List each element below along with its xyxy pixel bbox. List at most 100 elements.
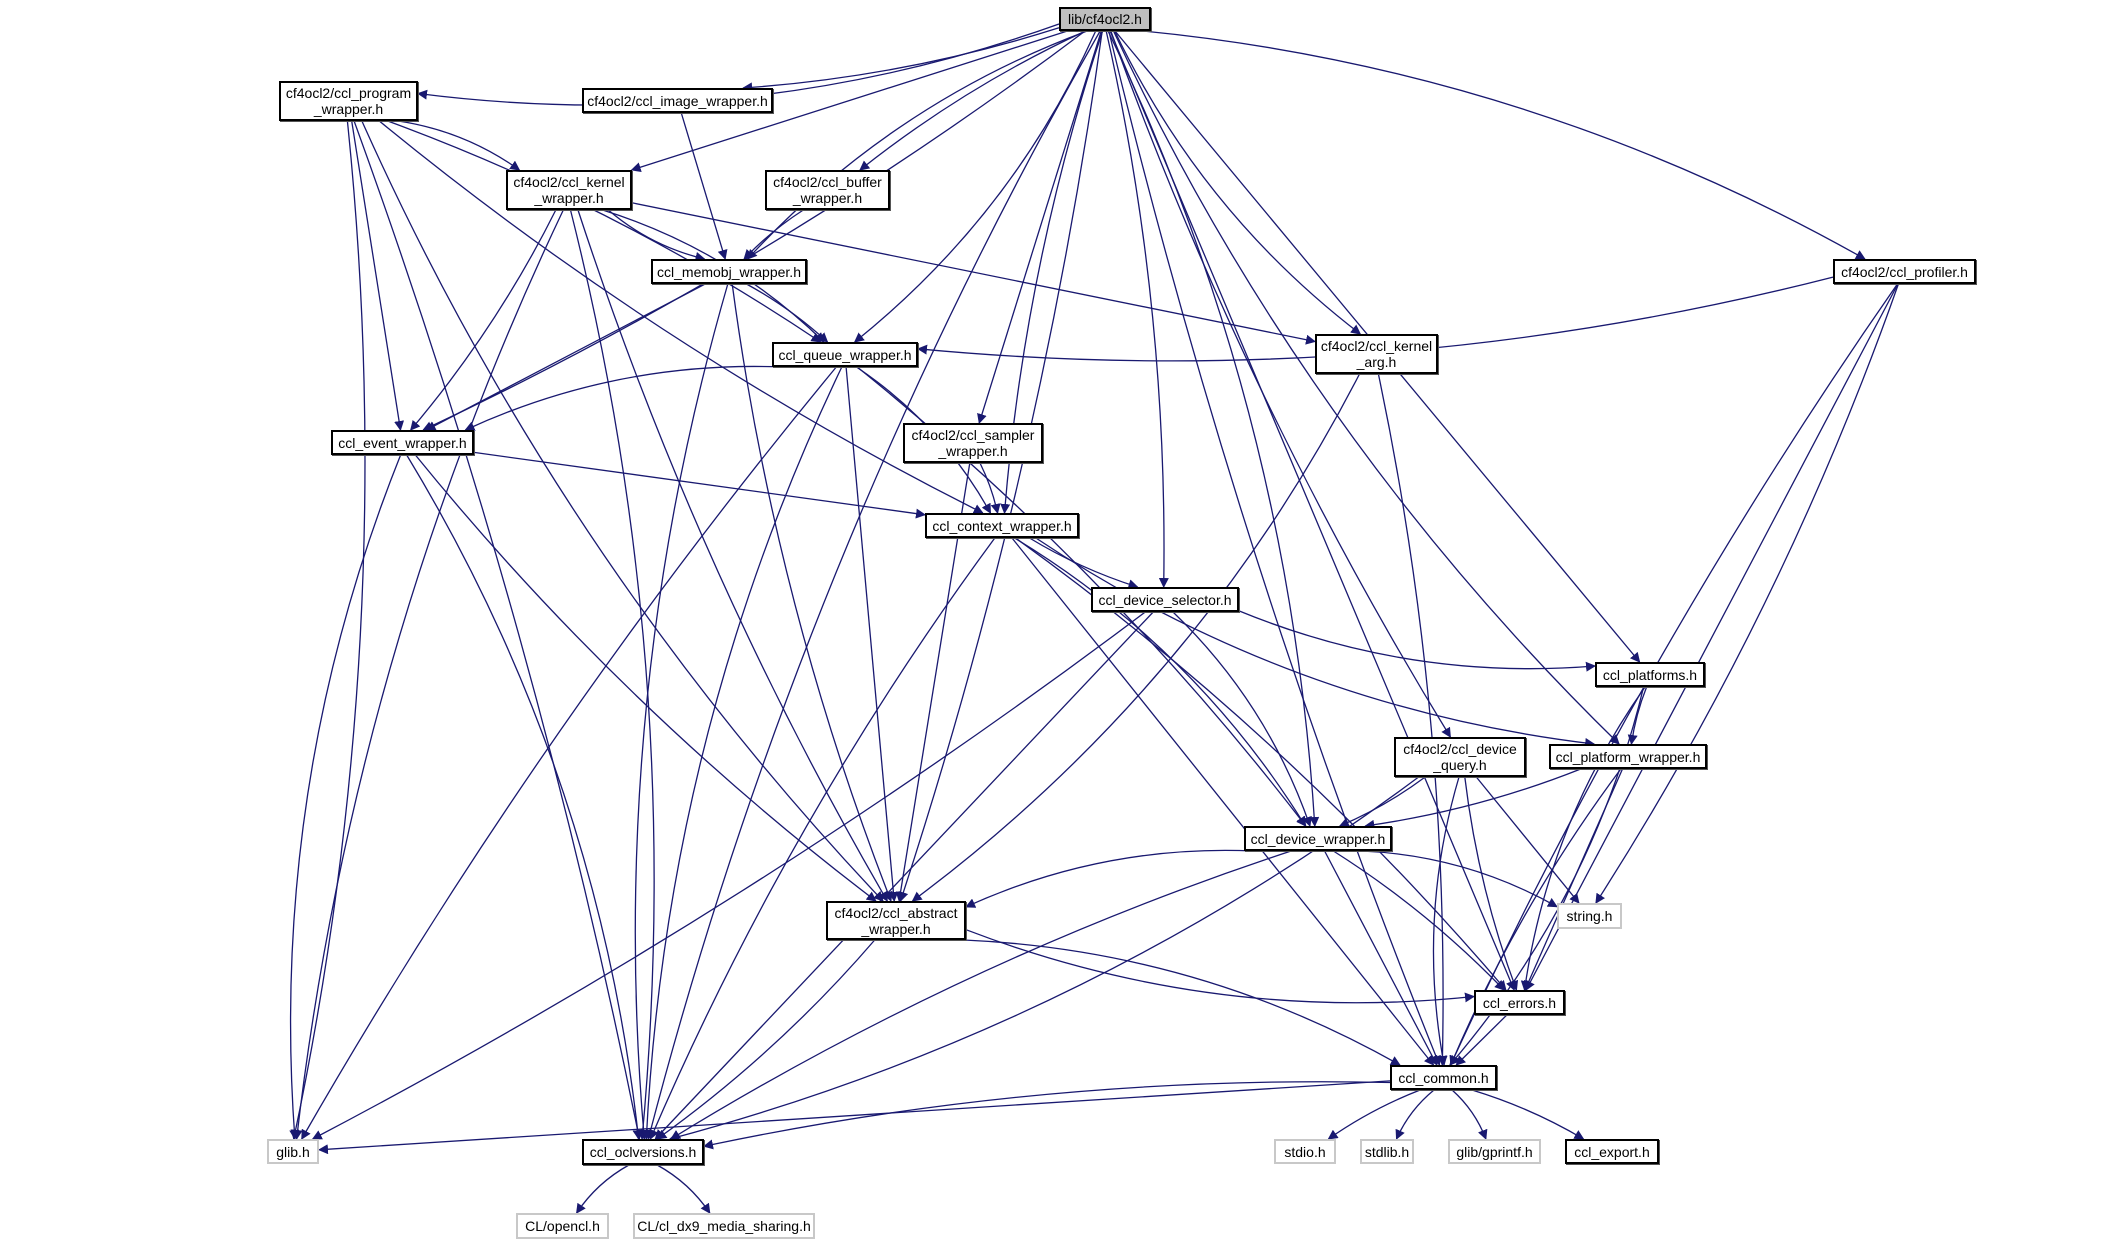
- edge-context-to-platwrap: [1035, 537, 1596, 748]
- edge-event-to-context: [473, 451, 926, 519]
- edge-root-to-sampler: [977, 30, 1102, 424]
- node-ccl-profiler[interactable]: cf4ocl2/ccl_profiler.h: [1833, 259, 1976, 284]
- edge-root-to-oclversions: [645, 30, 1101, 1140]
- edge-kernel-to-abstract: [577, 209, 888, 902]
- edge-context-to-oclversions: [649, 537, 996, 1140]
- node-lib-cf4ocl2-h[interactable]: lib/cf4ocl2.h: [1059, 7, 1151, 31]
- edge-profiler-to-errors: [1525, 283, 1899, 991]
- edge-platforms-to-common: [1449, 686, 1645, 1066]
- edge-devquery-to-devwrap: [1338, 776, 1426, 828]
- node-stdlib-h: stdlib.h: [1360, 1139, 1414, 1164]
- edge-kernel-to-kernelarg: [631, 202, 1316, 345]
- node-cl-opencl-h: CL/opencl.h: [516, 1213, 609, 1239]
- edge-devwrap-to-common: [1324, 850, 1438, 1066]
- edge-program-to-context: [378, 120, 984, 514]
- edge-root-to-platwrap: [1112, 30, 1620, 745]
- edge-event-to-glib: [289, 454, 402, 1140]
- edge-sampler-to-context: [979, 462, 1001, 514]
- edge-event-to-abstract: [414, 454, 877, 902]
- node-ccl-device-wrapper[interactable]: ccl_device_wrapper.h: [1244, 826, 1392, 851]
- edge-program-to-oclversions: [353, 120, 643, 1140]
- edge-root-to-errors: [1109, 30, 1516, 991]
- node-ccl-sampler-wrapper[interactable]: cf4ocl2/ccl_sampler _wrapper.h: [903, 423, 1043, 463]
- edge-profiler-to-string: [1595, 283, 1900, 904]
- edge-common-to-oclversions: [703, 1081, 1391, 1150]
- node-ccl-context-wrapper[interactable]: ccl_context_wrapper.h: [925, 513, 1079, 538]
- node-ccl-memobj-wrapper[interactable]: ccl_memobj_wrapper.h: [651, 259, 807, 284]
- edge-root-to-image: [742, 27, 1060, 93]
- edge-kernelarg-to-common: [1377, 373, 1448, 1066]
- node-ccl-queue-wrapper[interactable]: ccl_queue_wrapper.h: [772, 342, 918, 367]
- edge-root-to-profiler: [1142, 30, 1866, 260]
- edge-devquery-to-errors: [1464, 776, 1519, 991]
- edge-root-to-devsel: [1105, 30, 1169, 588]
- edge-program-to-glib: [290, 120, 366, 1140]
- edge-root-to-event: [422, 30, 1086, 431]
- edge-common-to-stdlib: [1395, 1089, 1435, 1140]
- edge-program-to-kernel: [398, 120, 521, 171]
- edge-common-to-glib: [318, 1080, 1391, 1155]
- node-ccl-kernel-wrapper[interactable]: cf4ocl2/ccl_kernel _wrapper.h: [506, 170, 632, 210]
- edge-event-to-oclversions: [406, 454, 643, 1140]
- edge-abstract-to-errors: [965, 929, 1475, 1004]
- node-ccl-device-query[interactable]: cf4ocl2/ccl_device _query.h: [1394, 737, 1526, 777]
- edge-memobj-to-abstract: [731, 283, 893, 902]
- edge-memobj-to-event: [425, 283, 706, 431]
- node-ccl-event-wrapper[interactable]: ccl_event_wrapper.h: [331, 430, 474, 455]
- edge-root-to-queue: [853, 30, 1097, 343]
- edge-devquery-to-string: [1475, 776, 1580, 904]
- edge-root-to-kernel: [630, 30, 1068, 173]
- edge-root-to-memobj: [746, 30, 1088, 260]
- edge-common-to-gprintf: [1451, 1089, 1488, 1140]
- node-glib-h: glib.h: [267, 1139, 319, 1164]
- edge-context-to-devwrap: [1014, 537, 1306, 827]
- edge-devwrap-to-errors: [1333, 850, 1505, 991]
- edge-devsel-to-glib: [311, 611, 1146, 1140]
- edge-platwrap-to-errors: [1524, 768, 1624, 991]
- node-ccl-errors[interactable]: ccl_errors.h: [1474, 990, 1565, 1015]
- edge-root-to-abstract: [898, 30, 1103, 902]
- node-ccl-buffer-wrapper[interactable]: cf4ocl2/ccl_buffer _wrapper.h: [765, 170, 890, 210]
- edge-queue-to-glib: [301, 366, 837, 1140]
- node-ccl-device-selector[interactable]: ccl_device_selector.h: [1091, 587, 1239, 612]
- edge-context-to-devsel: [1029, 537, 1139, 590]
- node-ccl-common[interactable]: ccl_common.h: [1390, 1065, 1497, 1090]
- node-ccl-platforms[interactable]: ccl_platforms.h: [1595, 662, 1705, 687]
- edge-devwrap-to-abstract: [965, 849, 1254, 908]
- edge-context-to-common: [1011, 537, 1435, 1066]
- edge-queue-to-abstract: [845, 366, 899, 902]
- node-ccl-abstract-wrapper[interactable]: cf4ocl2/ccl_abstract _wrapper.h: [826, 901, 966, 940]
- edge-platforms-to-errors: [1520, 686, 1646, 991]
- edge-devquery-to-common: [1432, 776, 1460, 1066]
- node-ccl-oclversions[interactable]: ccl_oclversions.h: [582, 1139, 704, 1165]
- edge-kernel-to-glib: [292, 209, 564, 1140]
- edge-program-to-abstract: [361, 120, 884, 902]
- edge-root-to-common: [1108, 30, 1441, 1066]
- node-cl-dx9-media-sharing-h: CL/cl_dx9_media_sharing.h: [633, 1213, 815, 1239]
- edge-devsel-to-oclversions: [654, 611, 1154, 1140]
- edge-queue-to-event: [464, 365, 783, 431]
- node-ccl-image-wrapper[interactable]: cf4ocl2/ccl_image_wrapper.h: [582, 88, 773, 113]
- edge-errors-to-common: [1455, 1014, 1508, 1066]
- node-glib-gprintf-h: glib/gprintf.h: [1448, 1139, 1541, 1164]
- edge-platwrap-to-devwrap: [1364, 768, 1581, 830]
- edge-buffer-to-memobj: [743, 209, 804, 260]
- edge-platforms-to-platwrap: [1627, 686, 1648, 745]
- edge-kernelarg-to-abstract: [911, 373, 1361, 902]
- node-ccl-program-wrapper[interactable]: cf4ocl2/ccl_program _wrapper.h: [279, 81, 418, 121]
- node-ccl-export[interactable]: ccl_export.h: [1565, 1139, 1659, 1164]
- edge-root-to-kernelarg: [1114, 30, 1362, 335]
- edge-common-to-export: [1471, 1089, 1585, 1140]
- edge-kernel-to-memobj: [607, 209, 706, 262]
- edge-devwrap-to-oclversions: [670, 850, 1292, 1140]
- node-ccl-platform-wrapper[interactable]: ccl_platform_wrapper.h: [1549, 744, 1707, 769]
- edge-kernel-to-event: [410, 209, 557, 431]
- edge-image-to-memobj: [680, 112, 728, 260]
- edge-oclversions-to-dx9: [656, 1164, 711, 1214]
- edge-common-to-stdio: [1327, 1089, 1421, 1140]
- node-stdio-h: stdio.h: [1274, 1139, 1336, 1164]
- node-ccl-kernel-arg[interactable]: cf4ocl2/ccl_kernel _arg.h: [1315, 334, 1438, 374]
- edge-oclversions-to-opencl: [576, 1164, 630, 1214]
- edge-devwrap-to-string: [1361, 850, 1558, 908]
